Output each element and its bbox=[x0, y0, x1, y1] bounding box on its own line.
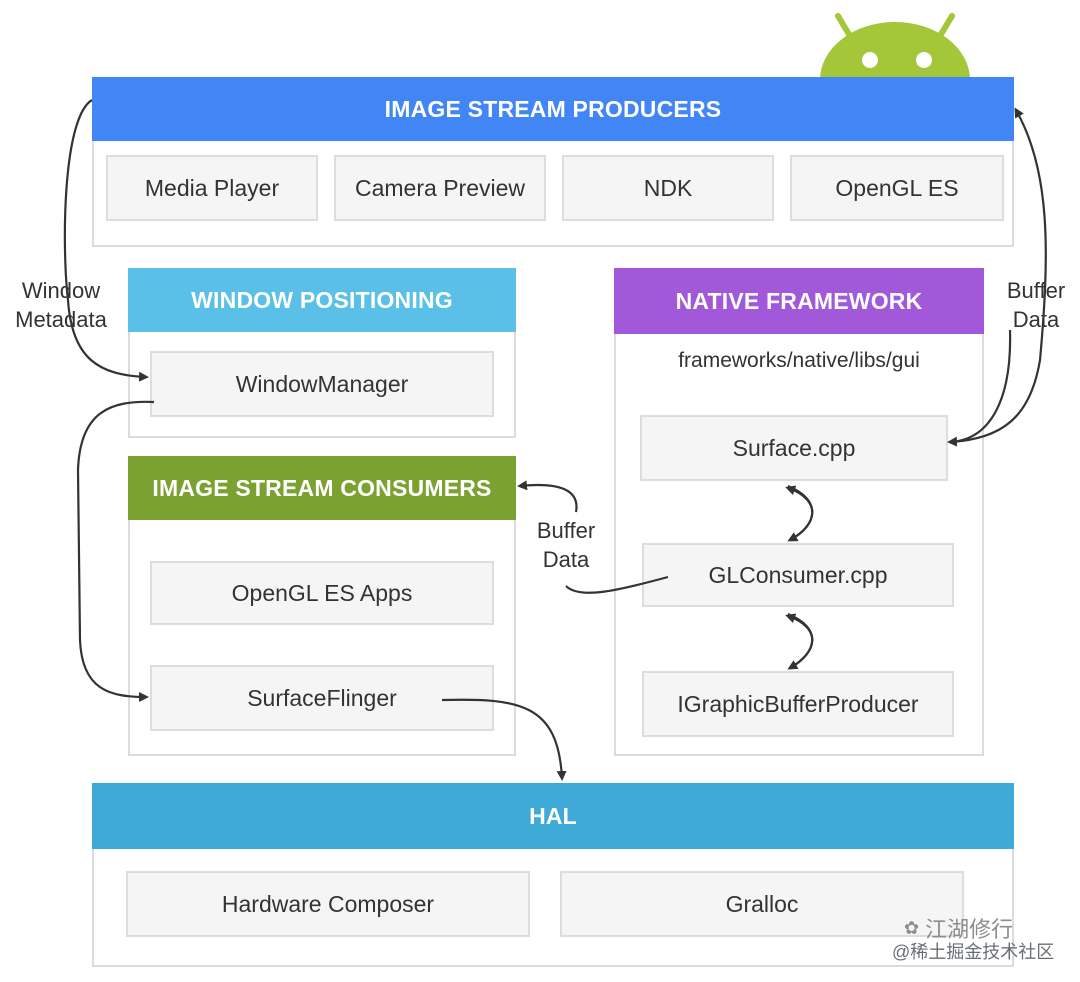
android-logo-icon bbox=[820, 13, 970, 80]
glconsumer-cpp-box: GLConsumer.cpp bbox=[642, 543, 954, 607]
surface-cpp-box: Surface.cpp bbox=[640, 415, 948, 481]
opengl-es-apps-box: OpenGL ES Apps bbox=[150, 561, 494, 625]
watermark-title-row: ✿ 江湖修行 bbox=[904, 912, 1013, 944]
window-positioning-header: WINDOW POSITIONING bbox=[128, 268, 516, 332]
window-metadata-label: Window Metadata bbox=[2, 276, 120, 334]
watermark-title: 江湖修行 bbox=[925, 917, 1014, 942]
watermark: ✿ 江湖修行 @稀土掘金技术社区 bbox=[890, 912, 1070, 972]
ndk-box: NDK bbox=[562, 155, 774, 221]
buffer-data-middle-line1: Buffer bbox=[536, 518, 596, 543]
buffer-data-right-label: Buffer Data bbox=[992, 276, 1080, 334]
arrow-buffer-data-consumers bbox=[517, 480, 578, 513]
opengl-es-box: OpenGL ES bbox=[790, 155, 1004, 221]
surfaceflinger-box: SurfaceFlinger bbox=[150, 665, 494, 731]
native-path-label: frameworks/native/libs/gui bbox=[678, 349, 920, 372]
consumers-header: IMAGE STREAM CONSUMERS bbox=[128, 456, 516, 520]
buffer-data-middle-line2: Data bbox=[542, 547, 590, 572]
arrow-wm-to-surfaceflinger bbox=[76, 400, 155, 702]
buffer-data-middle-label: Buffer Data bbox=[522, 516, 610, 574]
wechat-icon: ✿ bbox=[904, 917, 920, 938]
native-framework-header: NATIVE FRAMEWORK bbox=[614, 268, 984, 334]
arrow-buffer-data-surface bbox=[947, 329, 1012, 447]
buffer-data-right-line1: Buffer bbox=[1006, 278, 1066, 303]
arrow-surfaceflinger-to-hal bbox=[441, 698, 567, 781]
gralloc-box: Gralloc bbox=[560, 871, 964, 937]
camera-preview-box: Camera Preview bbox=[334, 155, 546, 221]
hal-header: HAL bbox=[92, 783, 1014, 849]
igraphicbufferproducer-box: IGraphicBufferProducer bbox=[642, 671, 954, 737]
media-player-box: Media Player bbox=[106, 155, 318, 221]
hardware-composer-box: Hardware Composer bbox=[126, 871, 530, 937]
watermark-subtitle: @稀土掘金技术社区 bbox=[892, 942, 1055, 962]
arrow-glconsumer-to-consumers bbox=[565, 575, 669, 594]
window-manager-box: WindowManager bbox=[150, 351, 494, 417]
arrow-buffer-data-producers bbox=[951, 107, 1047, 444]
arrow-window-metadata bbox=[63, 99, 149, 382]
producers-header: IMAGE STREAM PRODUCERS bbox=[92, 77, 1014, 141]
window-metadata-line1: Window bbox=[21, 278, 101, 303]
buffer-data-right-line2: Data bbox=[1012, 307, 1060, 332]
window-metadata-line2: Metadata bbox=[15, 307, 107, 332]
